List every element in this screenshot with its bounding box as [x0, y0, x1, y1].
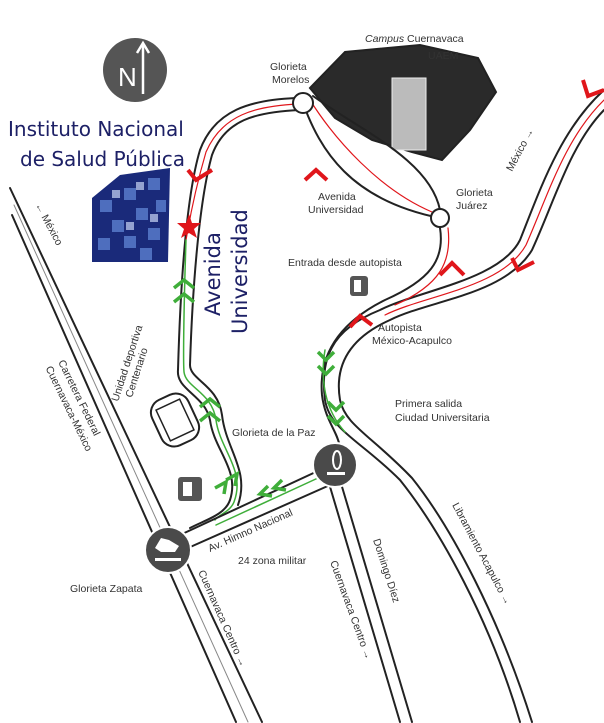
glorieta-zapata-horse-icon — [144, 526, 192, 574]
himno-nacional-road — [179, 469, 331, 549]
label-universidad-big: Universidad — [228, 209, 252, 334]
green-route-arrows — [172, 277, 346, 498]
label-glorieta-paz: Glorieta de la Paz — [232, 427, 315, 439]
carretera-federal-road — [9, 187, 263, 723]
label-mexico-left: ← México — [32, 201, 65, 248]
label-cuernavaca-centro-1: Cuernavaca Centro → — [195, 568, 248, 668]
stadium-icon — [149, 392, 201, 448]
label-unidad-deportiva: Unidad deportivaCentenario — [109, 324, 156, 407]
campus-building — [391, 77, 427, 151]
institute-logo — [92, 168, 170, 262]
label-zona-militar: 24 zona militar — [238, 555, 307, 567]
campus-label: Campus Cuernavaca — [365, 33, 464, 45]
north-arrow-icon: N — [103, 38, 167, 102]
glorieta-paz-monument-icon — [312, 442, 358, 488]
cuernavaca-centro-road — [327, 479, 413, 723]
label-mexico-right: México → — [504, 127, 537, 174]
institute-name-line1: Instituto Nacional — [8, 117, 184, 141]
label-avenida-big: Avenida — [201, 232, 225, 316]
campus-uaem: UAEM — [428, 50, 458, 62]
glorieta-morelos — [292, 92, 314, 114]
destination-star-icon — [177, 214, 201, 238]
label-libramiento: Libramiento Acapulco → — [449, 501, 513, 607]
campus-ring-road — [302, 95, 450, 466]
gas-station-icon — [350, 276, 368, 296]
autopista-road — [322, 89, 604, 723]
institute-name-line2: de Salud Pública — [20, 147, 185, 171]
avenida-universidad-road — [176, 97, 301, 529]
svg-text:N: N — [118, 62, 137, 92]
label-entrada: Entrada desde autopista — [288, 257, 402, 269]
gas-station-icon — [178, 477, 202, 501]
red-route-arrows — [186, 79, 604, 329]
label-glorieta-zapata: Glorieta Zapata — [70, 583, 143, 595]
glorieta-juarez — [430, 208, 450, 228]
